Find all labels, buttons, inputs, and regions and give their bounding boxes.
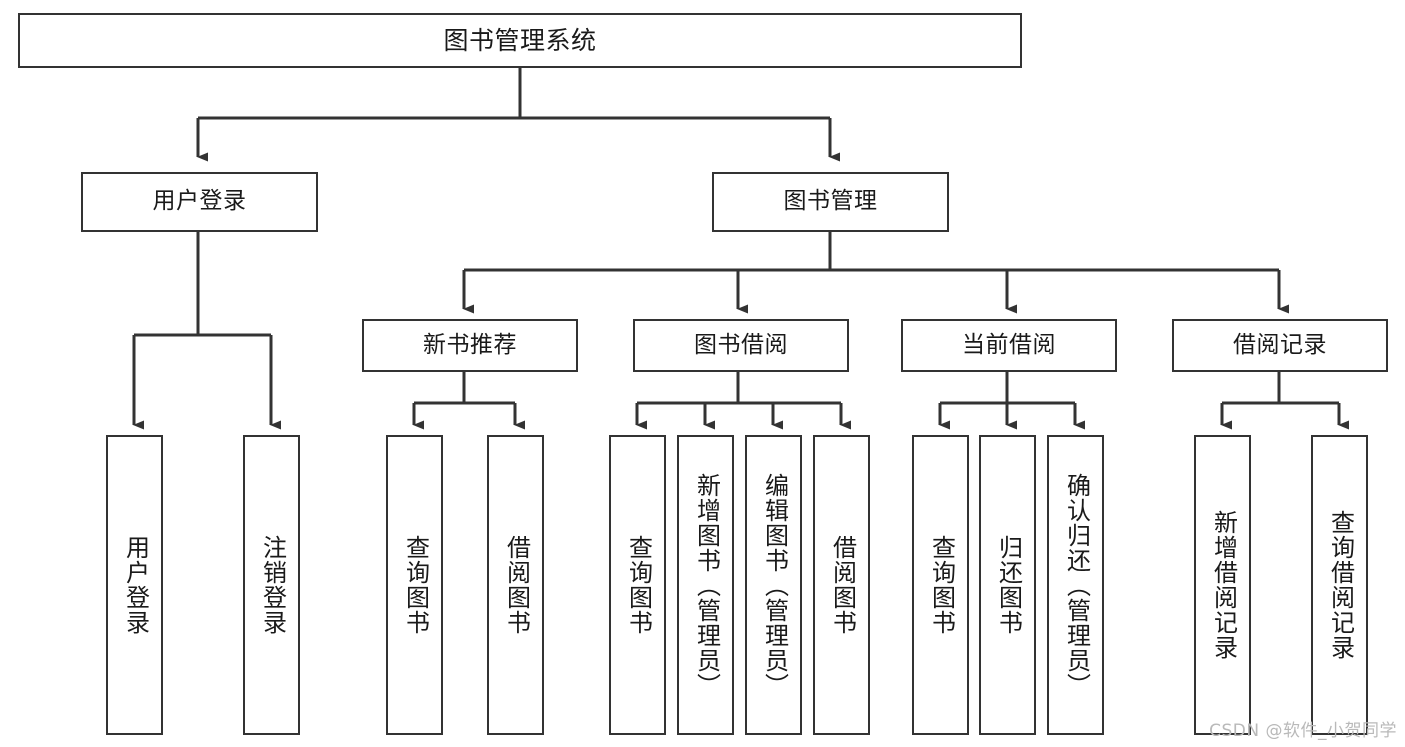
leaf-query-book-3[interactable]: 查询图书 bbox=[912, 435, 969, 735]
leaf-query-record[interactable]: 查询借阅记录 bbox=[1311, 435, 1368, 735]
leaf-user-login[interactable]: 用户登录 bbox=[106, 435, 163, 735]
node-label: 图书借阅 bbox=[694, 331, 788, 358]
node-label: 用户登录 bbox=[121, 535, 150, 635]
node-label: 确认归还（管理员） bbox=[1062, 472, 1091, 698]
node-label: 编辑图书（管理员） bbox=[760, 472, 789, 698]
leaf-edit-book[interactable]: 编辑图书（管理员） bbox=[745, 435, 802, 735]
node-label: 注销登录 bbox=[258, 535, 287, 635]
node-root-system[interactable]: 图书管理系统 bbox=[18, 13, 1022, 68]
node-label: 新增借阅记录 bbox=[1209, 510, 1238, 660]
node-label: 查询借阅记录 bbox=[1326, 510, 1355, 660]
node-borrow-record[interactable]: 借阅记录 bbox=[1172, 319, 1388, 372]
leaf-add-record[interactable]: 新增借阅记录 bbox=[1194, 435, 1251, 735]
node-label: 查询图书 bbox=[927, 535, 956, 635]
leaf-borrow-book-1[interactable]: 借阅图书 bbox=[487, 435, 544, 735]
node-label: 图书管理系统 bbox=[443, 25, 597, 55]
node-label: 新书推荐 bbox=[423, 331, 517, 358]
leaf-query-book-2[interactable]: 查询图书 bbox=[609, 435, 666, 735]
node-label: 查询图书 bbox=[624, 535, 653, 635]
node-book-manage[interactable]: 图书管理 bbox=[712, 172, 949, 232]
node-current-borrow[interactable]: 当前借阅 bbox=[901, 319, 1117, 372]
node-label: 用户登录 bbox=[152, 188, 247, 215]
node-label: 图书管理 bbox=[783, 188, 878, 215]
node-label: 查询图书 bbox=[401, 535, 430, 635]
leaf-confirm-return[interactable]: 确认归还（管理员） bbox=[1047, 435, 1104, 735]
leaf-logout[interactable]: 注销登录 bbox=[243, 435, 300, 735]
node-user-login[interactable]: 用户登录 bbox=[81, 172, 318, 232]
node-label: 当前借阅 bbox=[962, 331, 1056, 358]
leaf-return-book[interactable]: 归还图书 bbox=[979, 435, 1036, 735]
node-book-borrow[interactable]: 图书借阅 bbox=[633, 319, 849, 372]
node-label: 归还图书 bbox=[994, 535, 1023, 635]
node-label: 借阅记录 bbox=[1233, 331, 1327, 358]
node-label: 新增图书（管理员） bbox=[692, 472, 721, 698]
leaf-query-book-1[interactable]: 查询图书 bbox=[386, 435, 443, 735]
leaf-add-book[interactable]: 新增图书（管理员） bbox=[677, 435, 734, 735]
csdn-watermark: CSDN @软件_小贺同学 bbox=[1209, 721, 1397, 741]
node-new-book-recommend[interactable]: 新书推荐 bbox=[362, 319, 578, 372]
node-label: 借阅图书 bbox=[828, 535, 857, 635]
leaf-borrow-book-2[interactable]: 借阅图书 bbox=[813, 435, 870, 735]
node-label: 借阅图书 bbox=[502, 535, 531, 635]
